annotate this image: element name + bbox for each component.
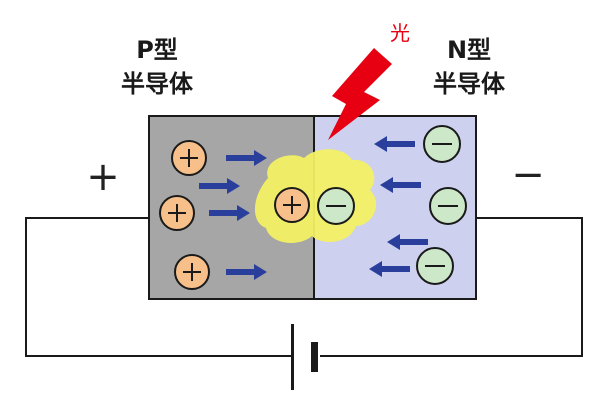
right-arrow-icon [226,264,267,280]
plus-terminal-label: + [86,154,120,200]
right-arrow-icon [209,205,250,221]
left-arrow-icon [374,136,415,152]
circuit-wires [25,217,583,357]
holes [159,140,310,290]
lightning-icon [328,48,392,140]
light-label: 光 [390,21,410,45]
electron-icon [429,187,467,225]
left-wire [25,217,292,357]
right-wire [320,217,583,357]
left-arrow-icon [380,177,421,193]
hole-icon [171,140,207,176]
n-type-label: N型 [447,36,491,64]
n-semiconductor-label: 半导体 [433,70,506,98]
hole-icon [274,187,310,223]
hole-drift-arrows [199,150,267,280]
left-arrow-icon [369,261,410,277]
right-arrow-icon [226,150,267,166]
hole-icon [159,195,195,231]
electron-icon [416,247,454,285]
right-arrow-icon [199,178,240,194]
battery-icon [291,324,318,390]
left-arrow-icon [387,234,428,250]
hole-icon [174,254,210,290]
p-semiconductor-label: 半导体 [121,70,194,98]
minus-terminal-label: − [511,152,545,198]
electron-icon [423,125,461,163]
electron-drift-arrows [369,136,428,277]
electrons [317,125,467,285]
p-type-label: P型 [136,36,178,64]
electron-icon [317,187,355,225]
